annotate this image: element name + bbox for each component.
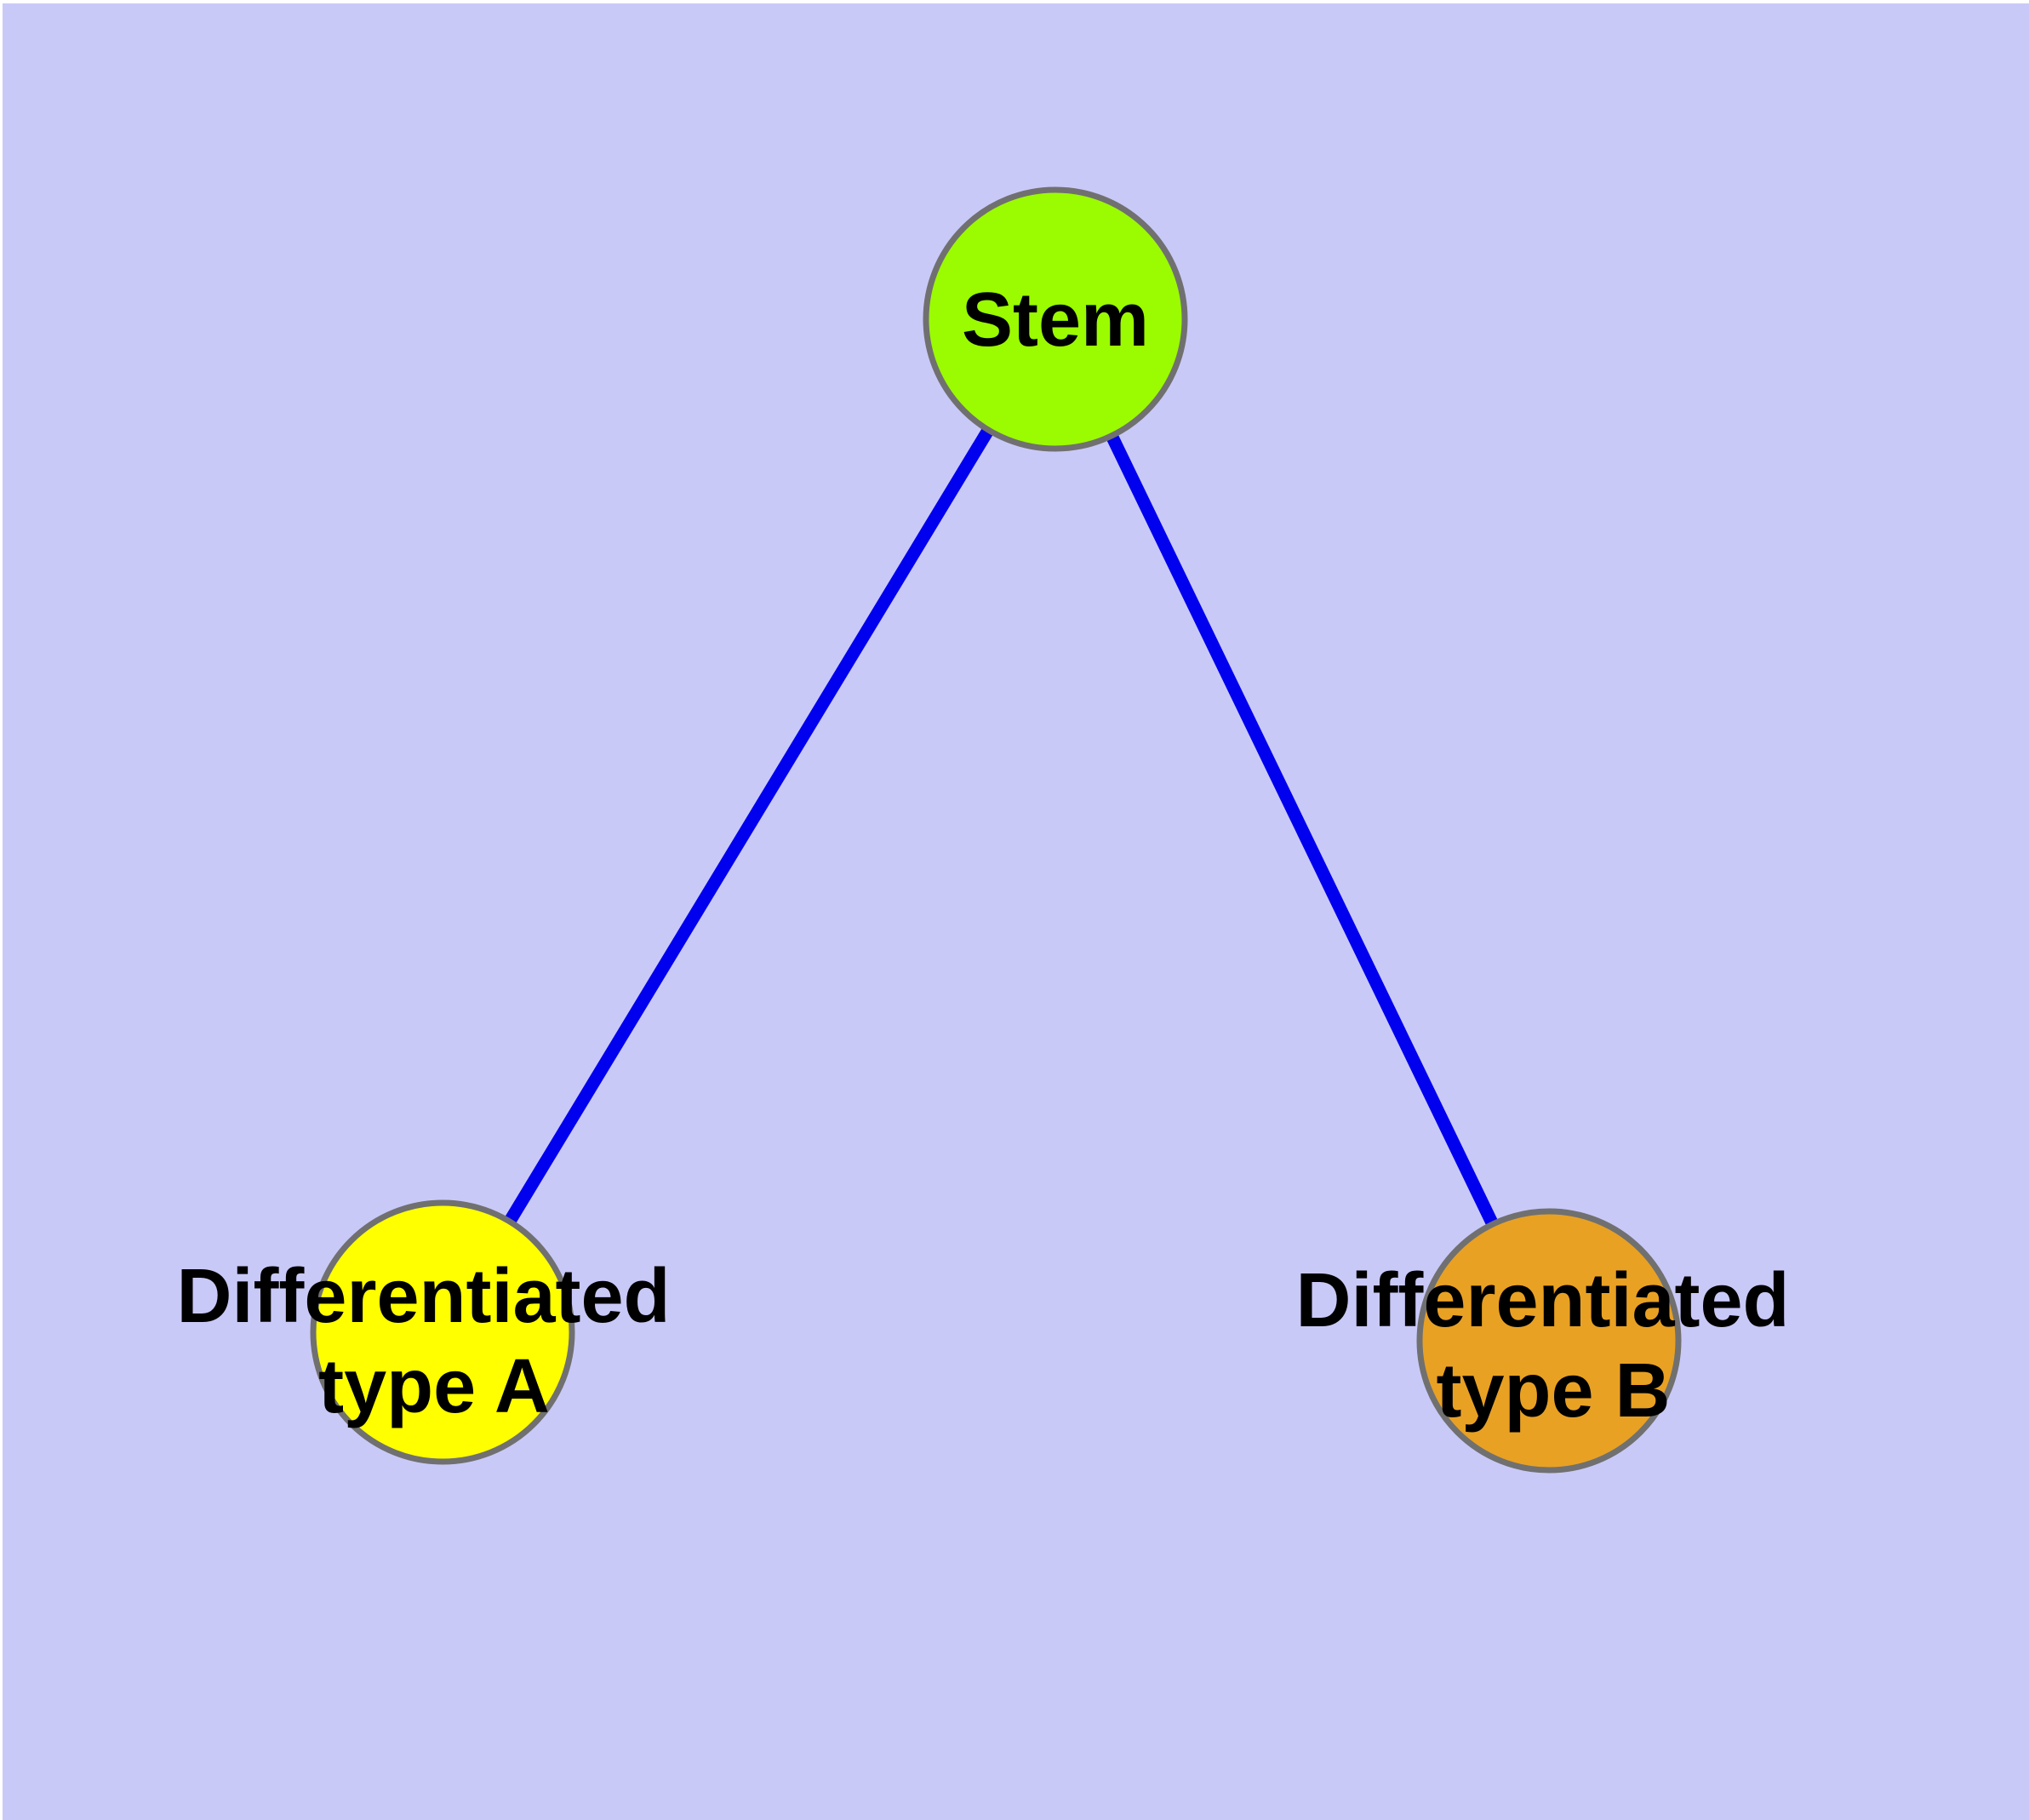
edge-stem-to-type-a — [437, 316, 1061, 1336]
node-label-type-a-line1: Differentiated — [176, 1254, 670, 1339]
node-label-type-a-line2: type A — [318, 1344, 550, 1429]
node-label-stem: Stem — [962, 278, 1149, 363]
node-label-type-b-line2: type B — [1436, 1348, 1670, 1434]
node-differentiated-type-a — [310, 1199, 575, 1465]
node-label-type-b-line1: Differentiated — [1295, 1258, 1789, 1343]
node-label-stem-line1: Stem — [962, 278, 1149, 363]
node-stem — [923, 186, 1188, 452]
edge-stem-to-type-b — [1049, 316, 1555, 1344]
node-differentiated-type-b — [1416, 1208, 1682, 1474]
node-label-differentiated-type-a: Differentiated type A — [176, 1254, 691, 1429]
node-label-differentiated-type-b: Differentiated type B — [1295, 1258, 1810, 1434]
